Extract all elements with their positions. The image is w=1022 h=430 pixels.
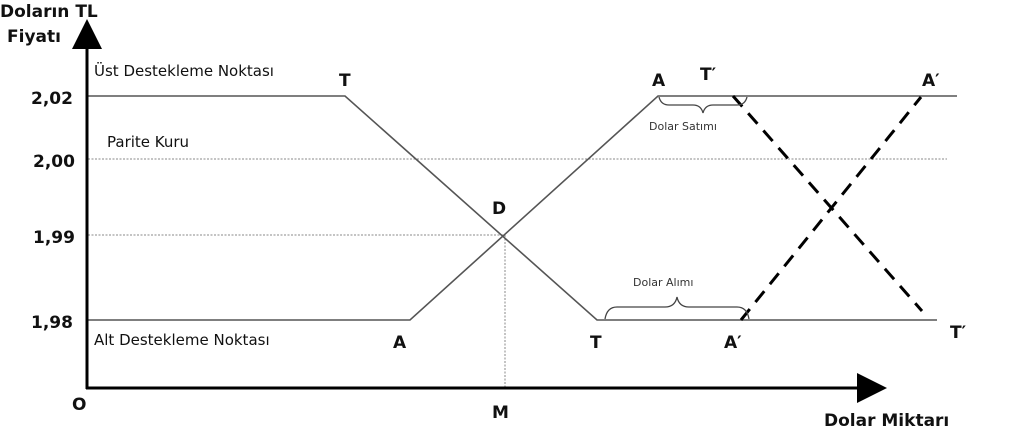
m-label: M	[492, 403, 509, 423]
tick-2-00: 2,00	[33, 152, 75, 172]
dollar-sale-label: Dolar Satımı	[649, 120, 717, 133]
tick-1-98: 1,98	[31, 313, 73, 333]
point-A-bottom: A	[393, 333, 407, 353]
point-T-prime-bottom: T′	[950, 323, 967, 343]
x-axis-label: Dolar Miktarı	[824, 411, 949, 430]
y-axis-label-line2: Fiyatı	[7, 27, 61, 47]
tick-2-02: 2,02	[31, 89, 73, 109]
curve-T-prime	[731, 95, 924, 312]
curve-A-prime	[739, 96, 923, 321]
point-T-bottom: T	[590, 333, 602, 353]
point-D: D	[492, 199, 506, 219]
origin-label: O	[72, 395, 86, 415]
sale-brace	[658, 96, 748, 114]
curve-A	[88, 95, 957, 321]
upper-support-label: Üst Destekleme Noktası	[94, 61, 274, 80]
tick-1-99: 1,99	[33, 228, 75, 248]
point-A-prime-top: A′	[922, 71, 940, 91]
point-A-top: A	[652, 71, 666, 91]
y-axis-label-line1: Doların TL	[0, 2, 98, 22]
dollar-purchase-label: Dolar Alımı	[633, 276, 693, 289]
point-T-prime-top: T′	[700, 65, 717, 85]
point-T-top: T	[339, 71, 351, 91]
lower-support-label: Alt Destekleme Noktası	[94, 331, 270, 349]
parity-label: Parite Kuru	[107, 133, 189, 151]
curve-T	[88, 95, 937, 321]
point-A-prime-bottom: A′	[724, 333, 742, 353]
purchase-brace	[604, 296, 750, 320]
